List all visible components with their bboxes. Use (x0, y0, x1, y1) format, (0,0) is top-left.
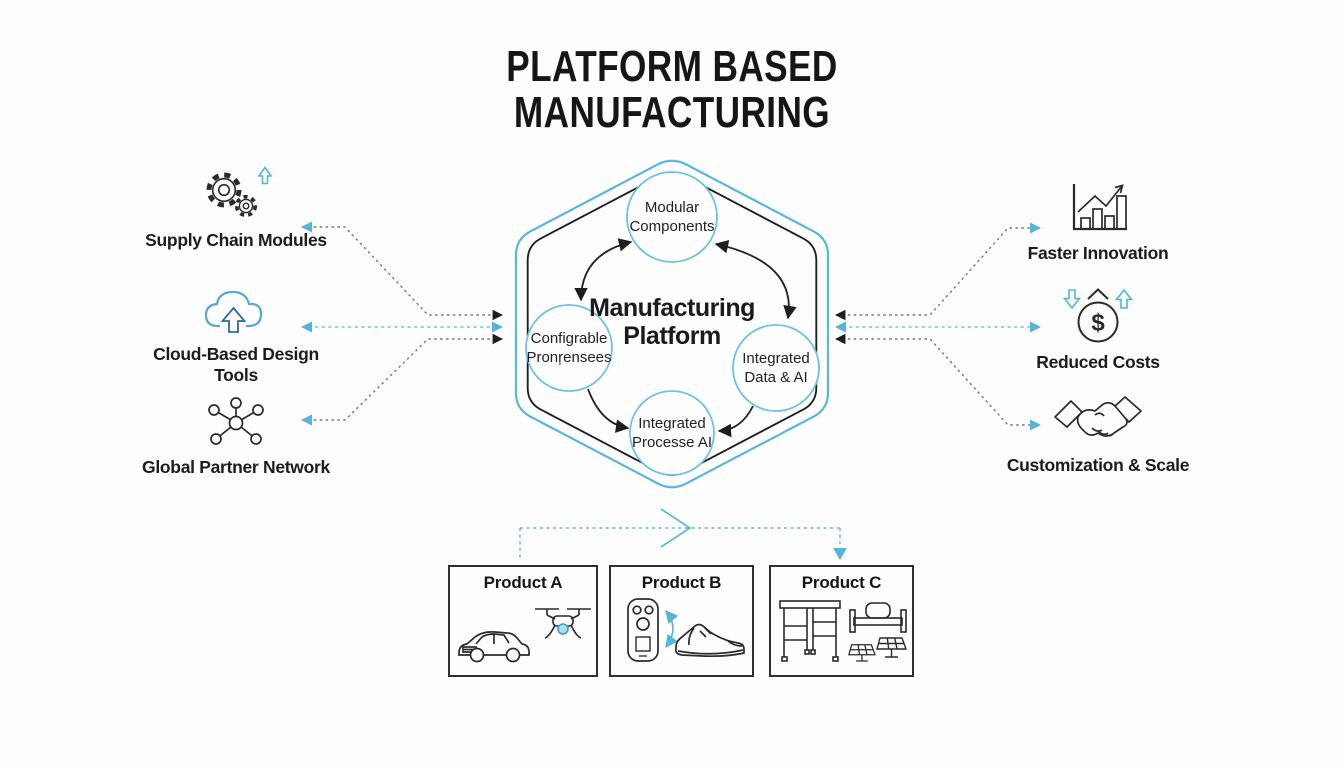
product-a-box: Product A (448, 565, 598, 677)
left-item-partner-network: Global Partner Network (141, 394, 331, 478)
page-title: PLATFORM BASED MANUFACTURING (0, 44, 1344, 136)
down-arrow-icon (1062, 289, 1082, 310)
machine-icon (848, 602, 907, 633)
dollar-reduction-icon: $ (1062, 288, 1134, 343)
right-item-customization-scale: Customization & Scale (1003, 392, 1193, 476)
right-item-label: Customization & Scale (1006, 455, 1190, 475)
node-circles (525, 171, 820, 476)
product-b-box: Product B (609, 565, 754, 677)
right-item-label: Reduced Costs (1036, 352, 1160, 372)
title-line-1: PLATFORM BASED (506, 42, 838, 91)
game-controller-icon (626, 598, 659, 662)
node-integrated-process-ai: Integrated Processe AI (631, 415, 713, 451)
solar-panels-icon (847, 637, 907, 662)
left-item-label: Global Partner Network (142, 457, 330, 477)
right-item-faster-innovation: Faster Innovation (1003, 178, 1193, 264)
left-item-label: Cloud-Based Design Tools (153, 344, 319, 385)
up-arrow-icon (1114, 288, 1134, 309)
left-item-label: Supply Chain Modules (145, 230, 327, 250)
left-item-supply-chain: Supply Chain Modules (141, 163, 331, 251)
car-icon (458, 631, 530, 663)
growth-chart-icon (1072, 184, 1127, 231)
product-title: Product A (483, 573, 563, 592)
gears-icon (206, 166, 273, 218)
dollar-symbol: $ (1091, 310, 1105, 337)
right-item-reduced-costs: $ Reduced Costs (1003, 283, 1193, 373)
products-connector (519, 508, 847, 561)
right-connectors (834, 222, 1042, 431)
node-integrated-data-ai: Integrated Data & AI (742, 350, 810, 386)
drone-icon (535, 608, 591, 639)
handshake-icon (1054, 396, 1142, 437)
product-title: Product C (801, 573, 882, 592)
product-title: Product B (641, 573, 722, 592)
left-connectors (300, 221, 504, 426)
title-line-2: MANUFACTURING (513, 88, 831, 137)
network-icon (208, 397, 264, 445)
cycle-arrows (574, 238, 797, 438)
node-modular-components: Modular Components (629, 199, 715, 235)
node-configurable-processes: Configrable Pronŗensees (526, 330, 612, 366)
platform-label: Manufacturing Platform (589, 294, 755, 350)
sync-connector (664, 610, 678, 649)
product-c-box: Product C (769, 565, 914, 677)
up-arrow-icon (257, 166, 273, 185)
right-item-label: Faster Innovation (1027, 243, 1169, 263)
cloud-upload-icon (204, 290, 263, 333)
sneaker-icon (674, 623, 745, 658)
shelf-icon (778, 600, 841, 662)
left-item-cloud-design: Cloud-Based Design Tools (141, 281, 331, 386)
